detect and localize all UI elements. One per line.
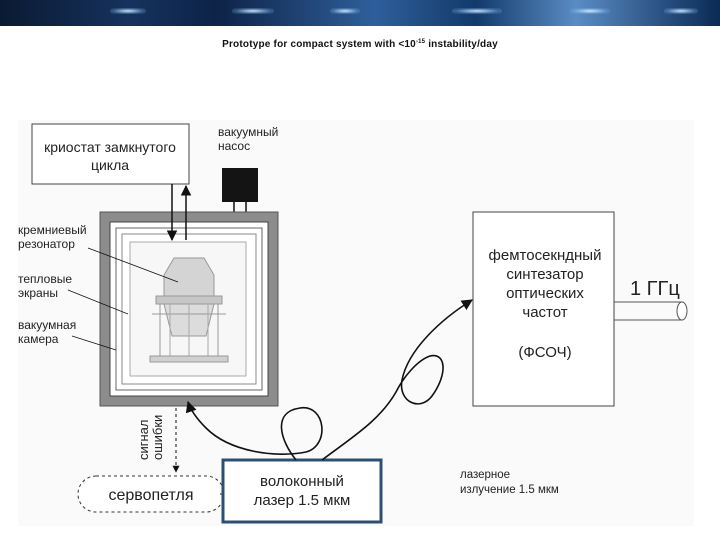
thermal-screens-leader: [67, 289, 129, 315]
comb-label-line2: синтезатор: [506, 266, 583, 283]
banner-glint: [232, 8, 274, 14]
fiber-to-chamber: [185, 400, 323, 461]
resonator-base: [149, 355, 229, 363]
resonator-label-line2: резонатор: [18, 237, 75, 251]
slide-title: Prototype for compact system with <10-15…: [0, 39, 720, 50]
error-signal-label-line1: сигнал: [136, 420, 151, 461]
header-banner: [0, 0, 720, 26]
error-signal-label-line2: ошибки: [150, 415, 165, 460]
thermal-screen-middle: [121, 233, 257, 385]
cryostat-box: [31, 123, 190, 185]
resonator-leader: [87, 247, 179, 283]
servo-loop-label: сервопетля: [108, 487, 193, 504]
cryostat-label-line1: криостат замкнутого: [44, 139, 176, 155]
title-exponent: -15: [415, 39, 426, 45]
vacuum-pump-label-line2: насос: [218, 139, 250, 153]
comb-label-line1: фемтосекндный: [489, 247, 602, 264]
fiber-laser-label-line1: волоконный: [260, 473, 344, 490]
error-signal-label: сигнал ошибки: [136, 415, 165, 460]
output-cable-end: [676, 301, 688, 321]
vacuum-chamber-leader: [71, 335, 117, 351]
resonator-platform: [155, 295, 223, 305]
laser-emission-label-line1: лазерное: [460, 469, 510, 481]
banner-glint: [110, 8, 146, 14]
comb-label-line4: частот: [522, 304, 567, 321]
laser-emission-label-line2: излучение 1.5 мкм: [460, 484, 559, 496]
fiber-laser-box: [221, 458, 383, 524]
comb-label-line3: оптических: [506, 285, 584, 302]
banner-glint: [452, 8, 502, 14]
vacuum-pump-icon: [222, 168, 258, 202]
vacuum-chamber-label-line1: вакуумная: [18, 318, 76, 332]
fiber-to-comb: [321, 299, 473, 461]
fiber-laser-label-line2: лазер 1.5 мкм: [254, 492, 351, 509]
resonator-label-line1: кремниевый: [18, 223, 87, 237]
thermal-screens-label-line2: экраны: [18, 286, 58, 300]
vacuum-chamber-label-line2: камера: [18, 332, 59, 346]
comb-label-line5: (ФСОЧ): [518, 344, 571, 361]
title-text: Prototype for compact system with <10: [222, 39, 416, 50]
resonator-top: [163, 257, 215, 297]
comb-box: [472, 211, 615, 407]
banner-glint: [664, 8, 698, 14]
banner-glint: [570, 8, 610, 14]
thermal-screens-label-line1: тепловые: [18, 272, 72, 286]
vacuum-pump-label-line1: вакуумный: [218, 125, 278, 139]
title-text-end: instability/day: [425, 39, 498, 50]
cryostat-label-line2: цикла: [91, 157, 129, 173]
banner-glint: [330, 8, 360, 14]
output-frequency-label: 1 ГГц: [630, 278, 680, 300]
